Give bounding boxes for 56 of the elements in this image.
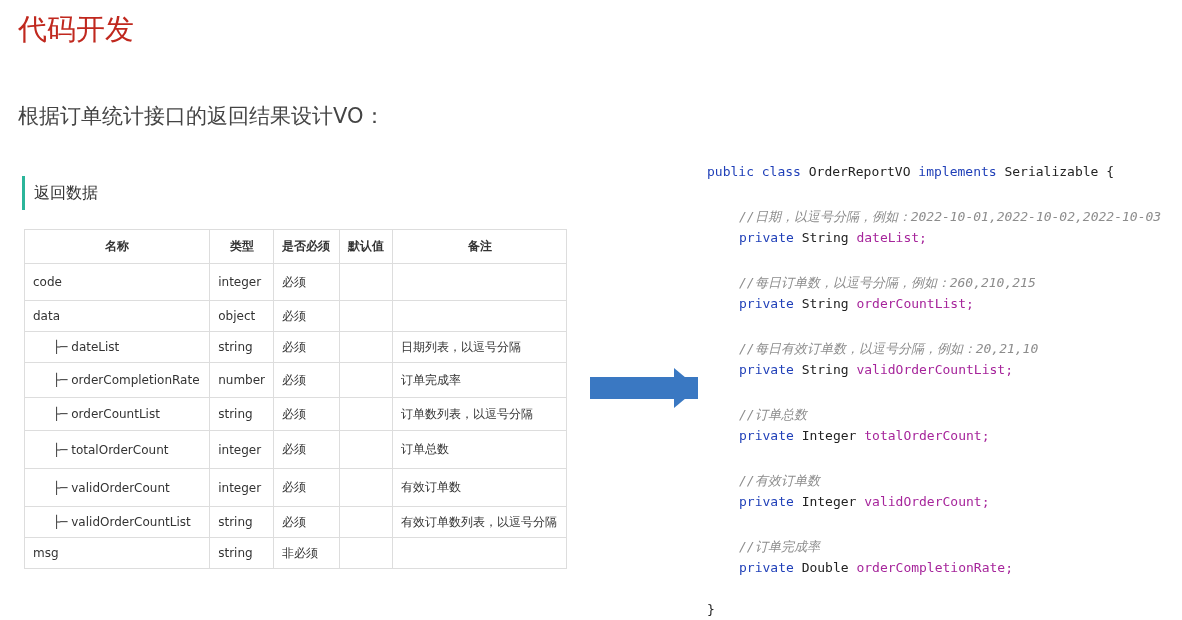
table-cell-text: ├─ orderCountList [53, 407, 160, 421]
code-comment: //有效订单数 [739, 472, 820, 490]
table-cell-text: 必须 [282, 372, 307, 387]
table-cell-text: integer [218, 275, 262, 289]
table-cell-text: number [218, 373, 266, 387]
column-header: 名称 [105, 239, 130, 253]
code-comment: //每日有效订单数，以逗号分隔，例如：20,21,10 [739, 340, 1039, 358]
column-header: 备注 [467, 239, 492, 253]
table-cell-text: 必须 [282, 274, 307, 289]
table-cell-text: ├─ validOrderCount [53, 480, 170, 495]
section-heading: 返回数据 [22, 176, 98, 210]
table-cell-text: 有效订单数 [401, 480, 462, 494]
table-cell-text: 非必须 [282, 545, 319, 560]
table-cell-text: 必须 [282, 514, 307, 529]
table-cell-text: msg [33, 546, 59, 560]
code-comment: //每日订单数，以逗号分隔，例如：260,210,215 [739, 274, 1036, 292]
table-cell-text: 订单总数 [401, 442, 450, 456]
code-comment: //订单总数 [739, 406, 807, 424]
code-line: private Integer validOrderCount; [739, 494, 990, 509]
table-cell-text: 必须 [282, 339, 307, 354]
table-cell-text: string [218, 407, 253, 421]
code-comment: //日期，以逗号分隔，例如：2022-10-01,2022-10-02,2022-10-03 [739, 208, 1162, 226]
table-cell-text: ├─ orderCompletionRate [53, 373, 200, 387]
code-line: private Double orderCompletionRate; [739, 560, 1013, 575]
column-header: 类型 [229, 239, 254, 253]
table-cell-text: ├─ totalOrderCount [53, 442, 169, 457]
slide-title: 代码开发 [18, 11, 134, 48]
table-cell-text: ├─ dateList [53, 340, 120, 354]
arrow [590, 368, 698, 408]
subtitle: 根据订单统计接口的返回结果设计VO： [18, 103, 385, 130]
table-cell-text: string [218, 546, 253, 560]
code-line: private Integer totalOrderCount; [739, 428, 990, 443]
column-header: 是否必须 [282, 239, 331, 253]
code-comment: //订单完成率 [739, 538, 820, 556]
code-line: private String dateList; [739, 230, 927, 245]
table-cell-text: object [218, 309, 256, 323]
table-cell-text: 日期列表，以逗号分隔 [401, 339, 522, 354]
table-cell-text: 订单完成率 [401, 372, 462, 387]
table-cell-text: 必须 [282, 308, 307, 323]
column-header: 默认值 [347, 239, 384, 253]
table-cell-text: integer [218, 480, 262, 495]
table-cell-text: code [33, 275, 62, 289]
table-cell-text: ├─ validOrderCountList [53, 515, 191, 529]
table-cell-text: string [218, 340, 253, 354]
code-line: } [707, 602, 715, 617]
table-cell-text: string [218, 515, 253, 529]
code-line: private String orderCountList; [739, 296, 974, 311]
code-line: private String validOrderCountList; [739, 362, 1013, 377]
table-cell-text: 必须 [282, 480, 307, 494]
table-cell-text: data [33, 309, 61, 323]
table-cell-text: 有效订单数列表，以逗号分隔 [401, 514, 558, 529]
table-cell-text: 必须 [282, 442, 307, 456]
table-cell-text: integer [218, 442, 262, 457]
table-cell-text: 订单数列表，以逗号分隔 [401, 406, 534, 421]
table-cell-text: 必须 [282, 406, 307, 421]
code-line: public class OrderReportVO implements Serializable { [707, 164, 1115, 179]
